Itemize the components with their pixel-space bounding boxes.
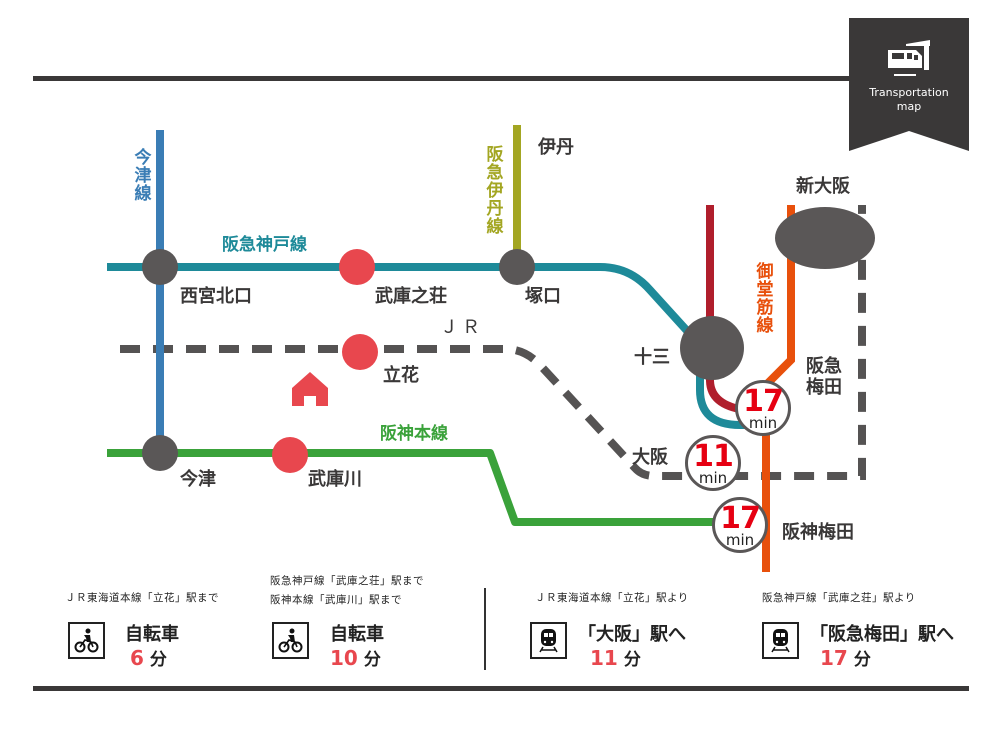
station-mukogawa: 武庫川 xyxy=(308,469,362,490)
access-title: 自転車 xyxy=(330,624,384,645)
station-mukonoso-marker xyxy=(339,249,375,285)
jr-line-label: ＪＲ xyxy=(440,317,484,338)
bicycle-icon xyxy=(68,622,105,659)
station-hankyu-umeda-line2: 梅田 xyxy=(806,376,842,398)
access-caption: 阪急神戸線「武庫之荘」駅より xyxy=(762,592,916,604)
train-icon xyxy=(530,622,567,659)
badge-title-2: map xyxy=(896,100,922,113)
station-mukogawa-marker xyxy=(272,437,308,473)
minutes-value: 11 xyxy=(590,646,618,670)
station-osaka: 大阪 xyxy=(632,447,668,468)
minutes-unit: 分 xyxy=(363,650,381,670)
minutes-unit: 分 xyxy=(853,650,871,670)
access-caption: ＪＲ東海道本線「立花」駅まで xyxy=(65,592,219,604)
station-mukonoso: 武庫之荘 xyxy=(375,286,447,307)
midosuji-line-label: 御堂筋線 xyxy=(752,262,773,334)
access-title: 自転車 xyxy=(125,624,179,645)
station-tachibana: 立花 xyxy=(383,365,419,386)
home-icon xyxy=(292,372,328,406)
jr-line xyxy=(120,205,866,480)
train-station-icon xyxy=(888,40,930,76)
access-title: 「阪急梅田」駅へ xyxy=(810,624,954,645)
station-itami: 伊丹 xyxy=(538,137,574,158)
minutes-unit: 分 xyxy=(149,650,167,670)
train-icon xyxy=(762,622,799,659)
hankyu-kobe-line-label: 阪急神戸線 xyxy=(222,235,307,255)
minutes-value: 6 xyxy=(130,646,144,670)
time-unit: min xyxy=(698,469,728,487)
bicycle-icon xyxy=(272,622,309,659)
station-tachibana-marker xyxy=(342,334,378,370)
station-juso-marker xyxy=(680,316,744,380)
station-juso: 十三 xyxy=(634,347,670,368)
station-tsukaguchi: 塚口 xyxy=(525,286,561,307)
hanshin-line-label: 阪神本線 xyxy=(380,424,448,444)
imazu-line-label: 今津線 xyxy=(130,148,151,202)
minutes-value: 17 xyxy=(820,646,848,670)
itami-line-label: 阪急伊丹線 xyxy=(482,145,503,235)
station-hanshin-umeda: 阪神梅田 xyxy=(782,522,854,543)
time-unit: min xyxy=(748,414,778,432)
top-rule xyxy=(33,76,853,81)
station-tsukaguchi-marker xyxy=(499,249,535,285)
minutes-unit: 分 xyxy=(623,650,641,670)
access-caption: 阪神本線「武庫川」駅まで xyxy=(270,594,402,606)
access-title: 「大阪」駅へ xyxy=(578,624,686,645)
bottom-rule xyxy=(33,686,969,691)
time-value: 11 xyxy=(693,439,734,474)
time-value: 17 xyxy=(720,501,761,536)
station-imazu: 今津 xyxy=(180,469,216,490)
time-unit: min xyxy=(725,531,755,549)
station-hankyu-umeda-line1: 阪急 xyxy=(806,356,842,377)
station-imazu-marker xyxy=(142,435,178,471)
access-caption: ＪＲ東海道本線「立花」駅より xyxy=(535,592,689,604)
minutes-value: 10 xyxy=(330,646,358,670)
station-shin-osaka: 新大阪 xyxy=(796,176,850,197)
station-shin-osaka-marker xyxy=(775,207,875,269)
station-nishinomiya-marker xyxy=(142,249,178,285)
access-caption: 阪急神戸線「武庫之荘」駅まで xyxy=(270,575,424,587)
time-value: 17 xyxy=(743,384,784,419)
station-hankyu-umeda: 阪急梅田 xyxy=(806,356,842,398)
station-nishinomiya-kitaguchi: 西宮北口 xyxy=(180,286,252,307)
midosuji-line xyxy=(762,205,795,572)
badge-title-1: Transportation xyxy=(869,86,949,99)
